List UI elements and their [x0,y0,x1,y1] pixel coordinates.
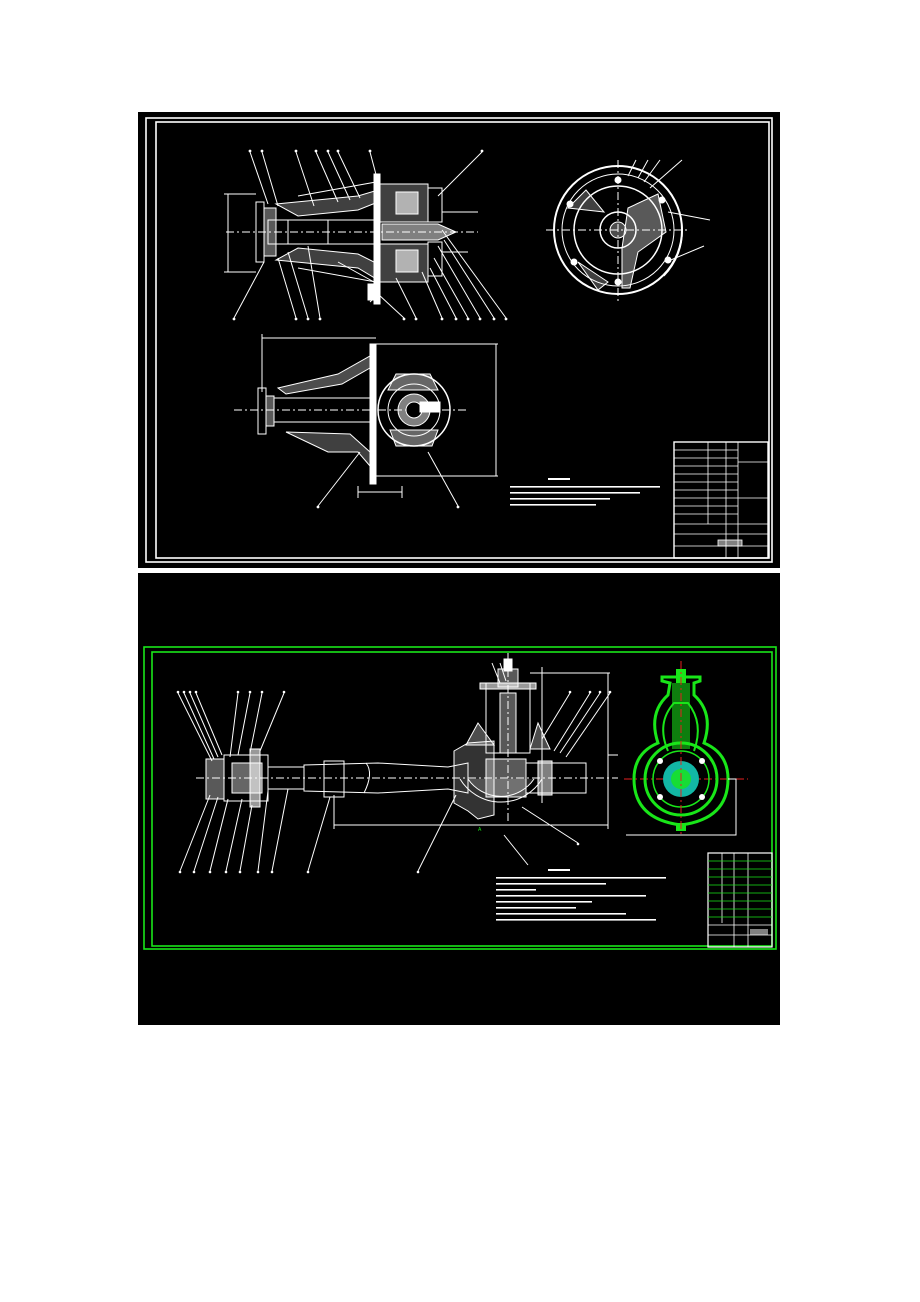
technical-notes [510,478,660,506]
end-view-circle [546,159,711,302]
outer-frame [145,117,773,563]
drawing-sheet-1 [138,112,780,568]
inner-frame-green [151,651,773,947]
inner-frame [155,121,770,559]
balloon-markers-lower [316,505,460,509]
technical-notes-2 [496,869,666,921]
outer-frame-green [143,646,777,950]
cad-drawing-1 [145,117,773,563]
drawing-sheet-2: A [138,573,780,1025]
end-view-bolt-holes [566,176,672,286]
lower-section-view [234,334,498,507]
svg-text:A: A [478,827,482,833]
green-side-view [624,661,748,837]
title-block-2 [707,852,773,948]
cad-drawing-2: A [143,646,777,950]
main-section-view [224,151,507,319]
balloon-markers-top [232,149,508,321]
axle-long-view [177,653,618,872]
balloon-markers-axle [176,690,612,874]
title-block [673,441,769,559]
section-marker-a: A [478,827,482,833]
